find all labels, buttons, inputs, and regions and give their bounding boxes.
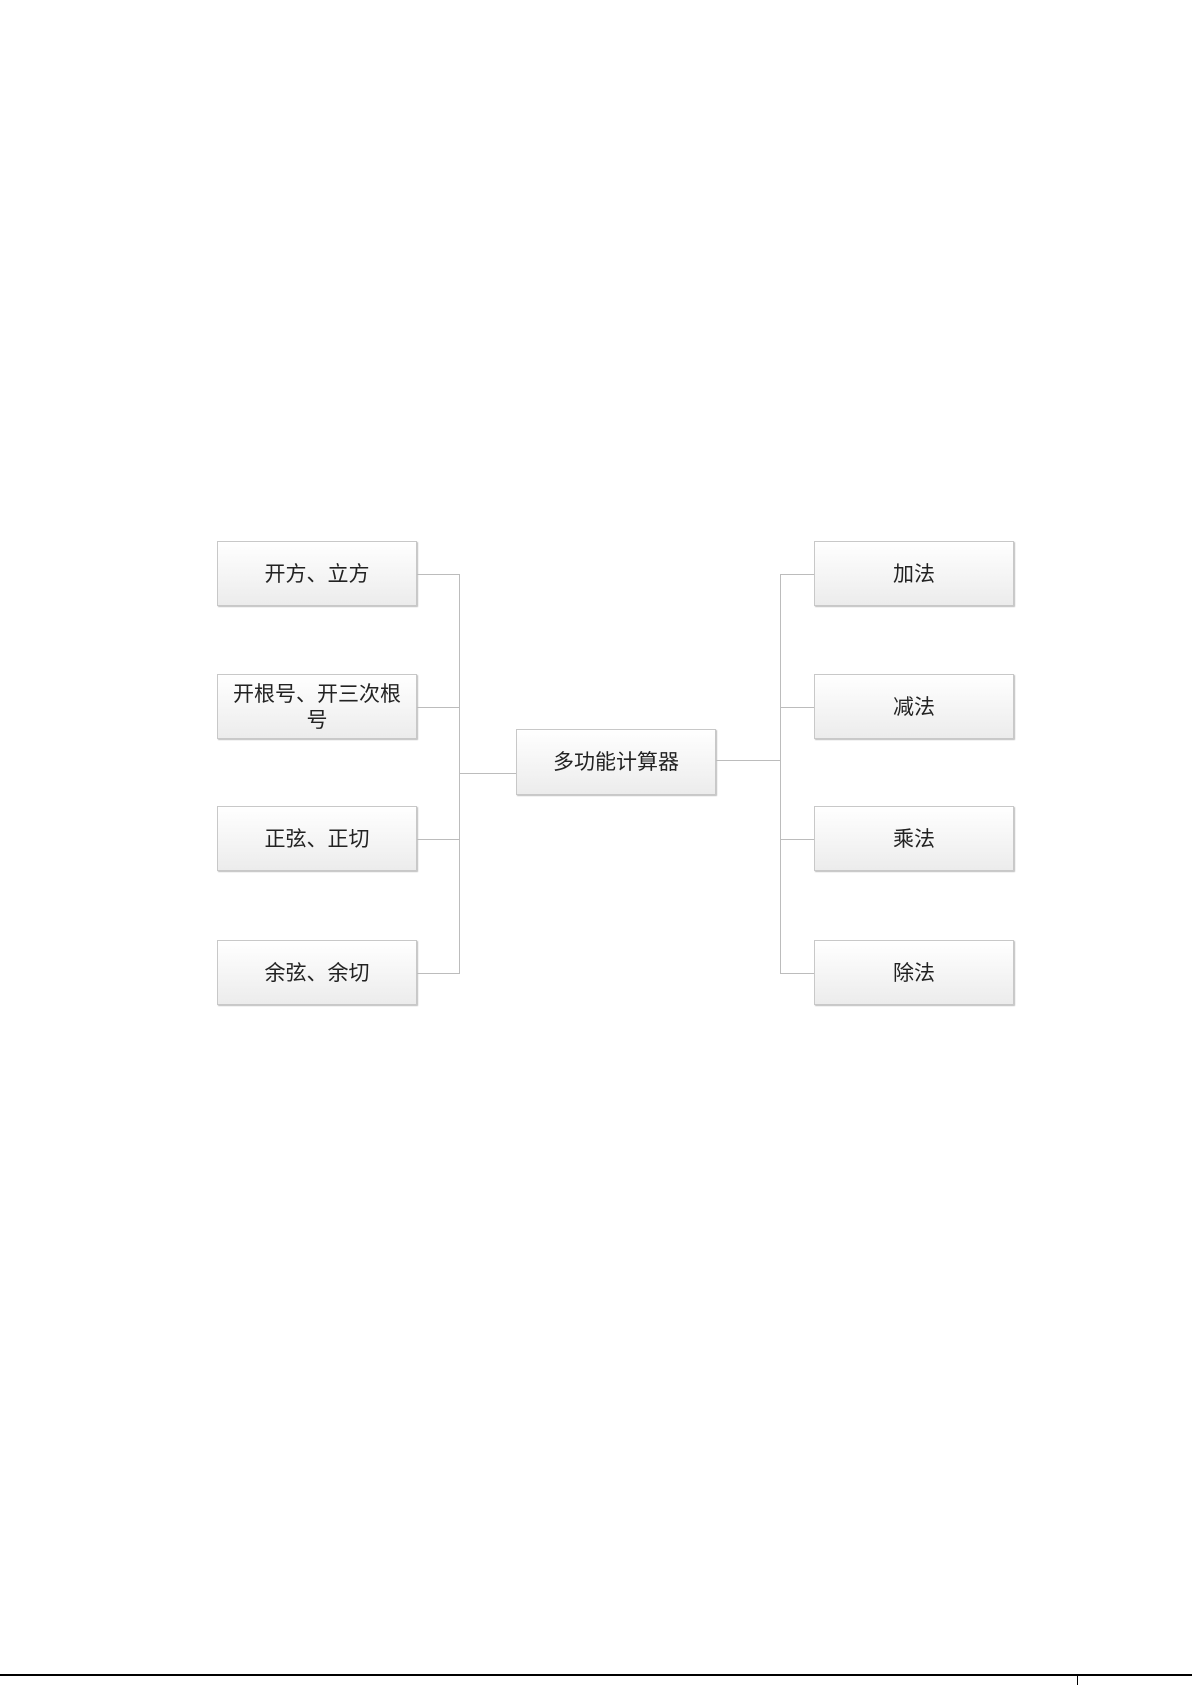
right-node-2: 减法 <box>814 674 1014 739</box>
connector <box>780 707 814 708</box>
page-bottom-border <box>0 1674 1192 1676</box>
left-node-2: 开根号、开三次根号 <box>217 674 417 739</box>
connector <box>459 574 460 974</box>
connector <box>417 707 459 708</box>
root-node: 多功能计算器 <box>516 729 716 795</box>
left-node-1: 开方、立方 <box>217 541 417 606</box>
page-bottom-tick <box>1077 1674 1078 1685</box>
left-node-4: 余弦、余切 <box>217 940 417 1005</box>
left-node-3: 正弦、正切 <box>217 806 417 871</box>
connector <box>417 839 459 840</box>
right-node-4: 除法 <box>814 940 1014 1005</box>
right-node-3: 乘法 <box>814 806 1014 871</box>
connector <box>780 574 781 974</box>
connector <box>459 773 516 774</box>
connector <box>417 574 459 575</box>
connector <box>780 973 814 974</box>
connector <box>780 574 814 575</box>
connector <box>716 760 780 761</box>
connector <box>780 839 814 840</box>
connector <box>417 973 459 974</box>
right-node-1: 加法 <box>814 541 1014 606</box>
